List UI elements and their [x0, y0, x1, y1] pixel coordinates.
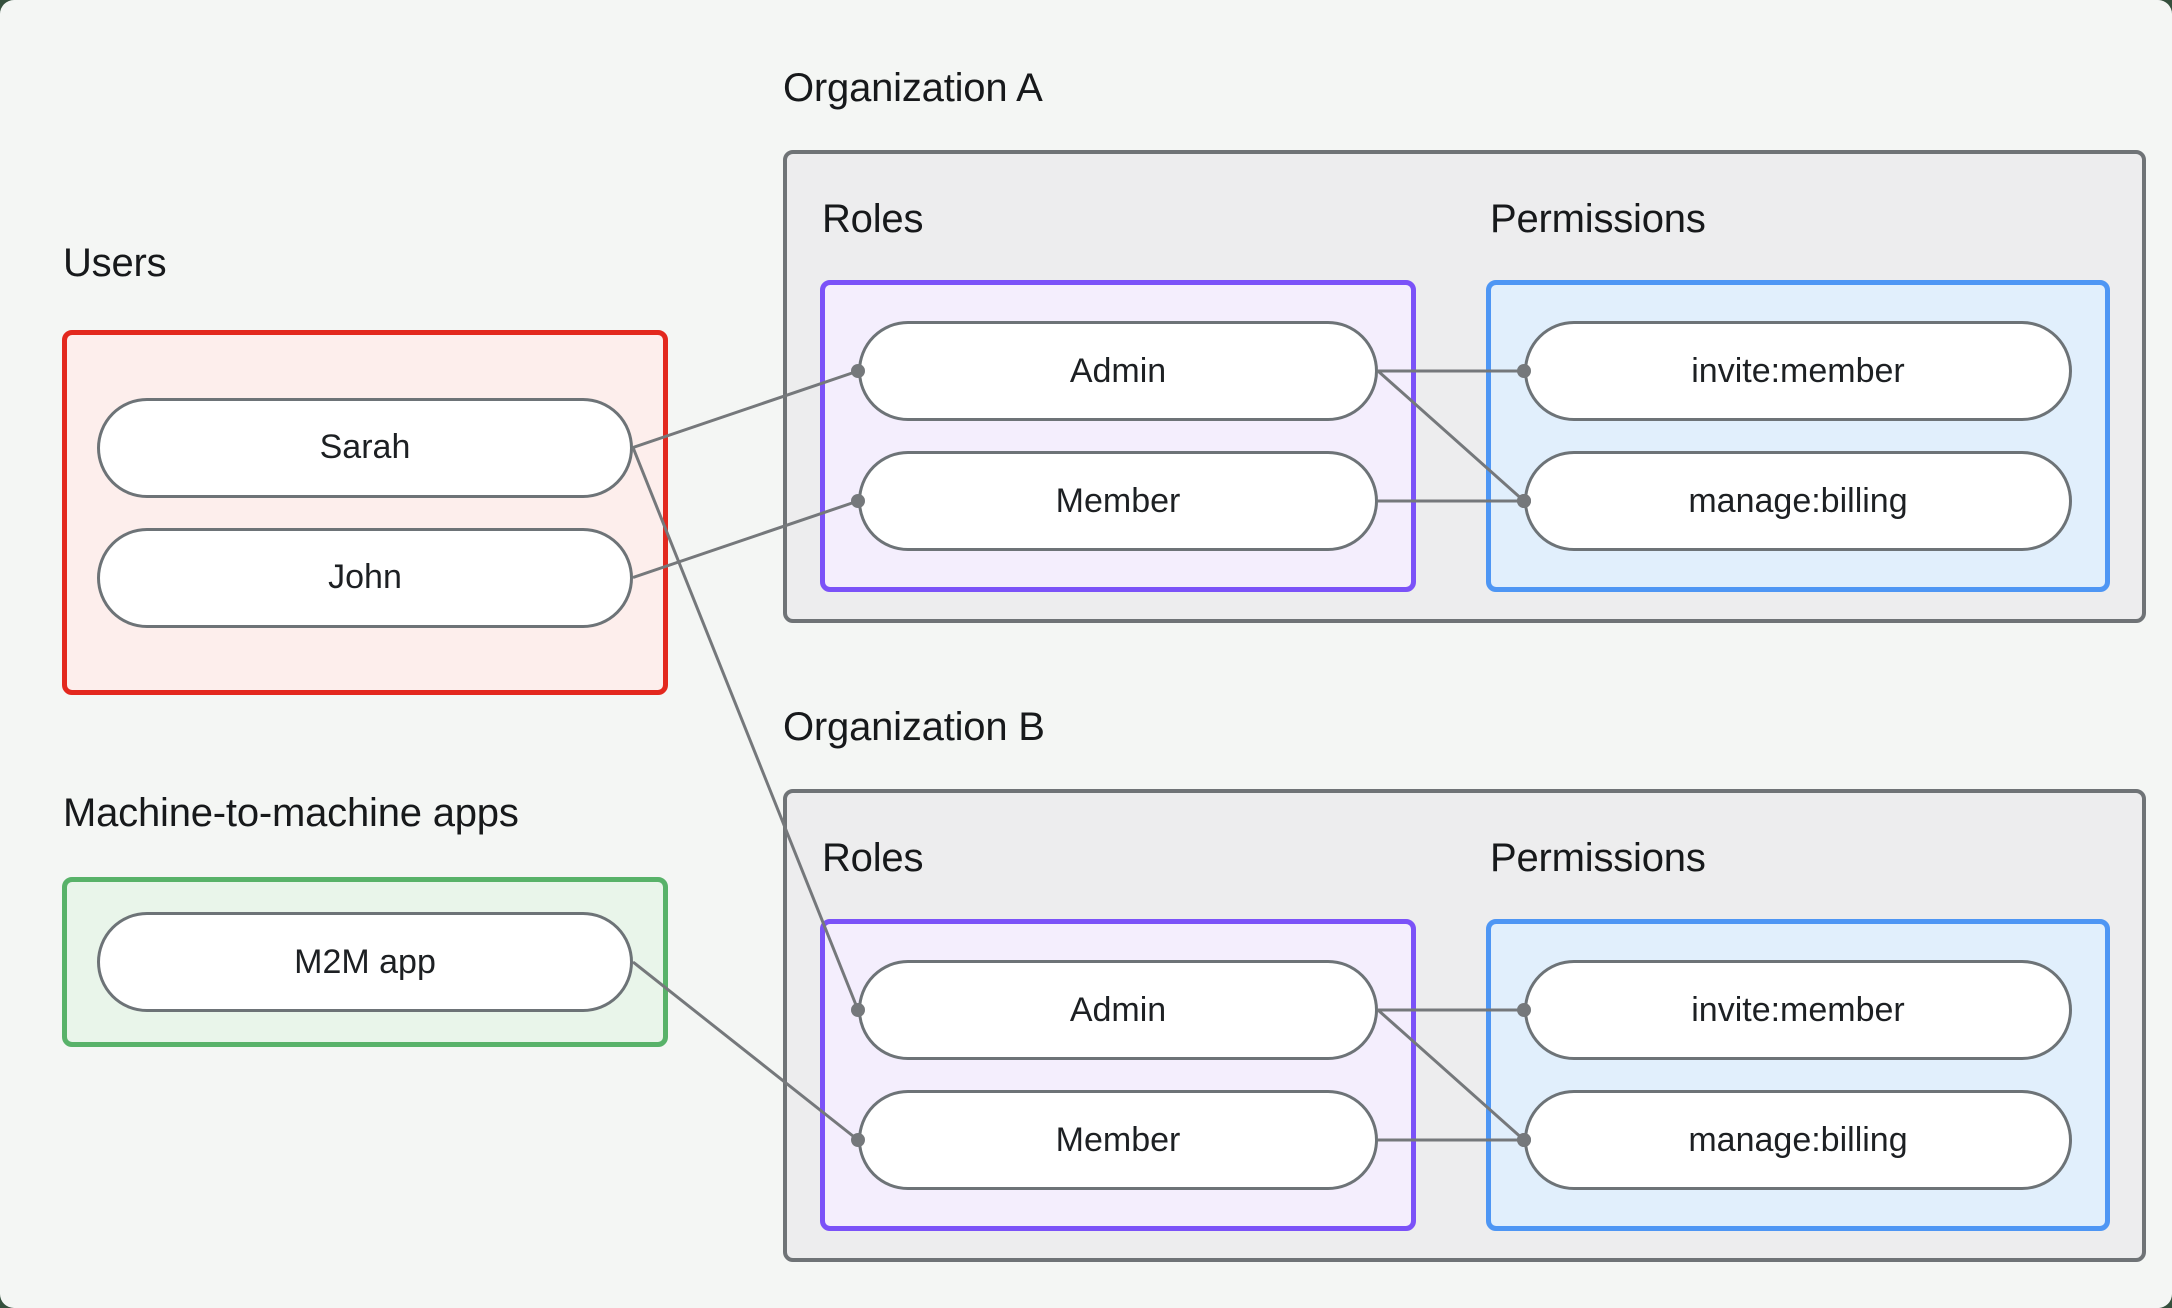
org-a-role-admin: Admin: [858, 321, 1378, 421]
m2m-section-label: Machine-to-machine apps: [63, 791, 519, 835]
org-a-roles-box: Admin Member: [820, 280, 1416, 592]
users-group-box: Sarah John: [62, 330, 668, 695]
org-b-roles-label: Roles: [822, 836, 924, 880]
m2m-pill: M2M app: [97, 912, 633, 1012]
org-a-box: Roles Permissions Admin Member invite:me…: [783, 150, 2146, 623]
users-section-label: Users: [63, 241, 167, 285]
m2m-group-box: M2M app: [62, 877, 668, 1047]
org-a-label: Organization A: [783, 66, 1043, 110]
org-a-permissions-box: invite:member manage:billing: [1486, 280, 2110, 592]
org-b-label: Organization B: [783, 705, 1045, 749]
org-b-permissions-box: invite:member manage:billing: [1486, 919, 2110, 1231]
org-a-permissions-label: Permissions: [1490, 197, 1706, 241]
org-b-role-member: Member: [858, 1090, 1378, 1190]
org-b-role-admin: Admin: [858, 960, 1378, 1060]
org-b-roles-box: Admin Member: [820, 919, 1416, 1231]
org-a-role-member: Member: [858, 451, 1378, 551]
org-b-perm-manage-billing: manage:billing: [1524, 1090, 2072, 1190]
org-a-perm-manage-billing: manage:billing: [1524, 451, 2072, 551]
org-a-roles-label: Roles: [822, 197, 924, 241]
user-pill-sarah: Sarah: [97, 397, 633, 498]
user-pill-john: John: [97, 527, 633, 628]
org-b-permissions-label: Permissions: [1490, 836, 1706, 880]
org-b-perm-invite-member: invite:member: [1524, 960, 2072, 1060]
org-b-box: Roles Permissions Admin Member invite:me…: [783, 789, 2146, 1262]
org-a-perm-invite-member: invite:member: [1524, 321, 2072, 421]
